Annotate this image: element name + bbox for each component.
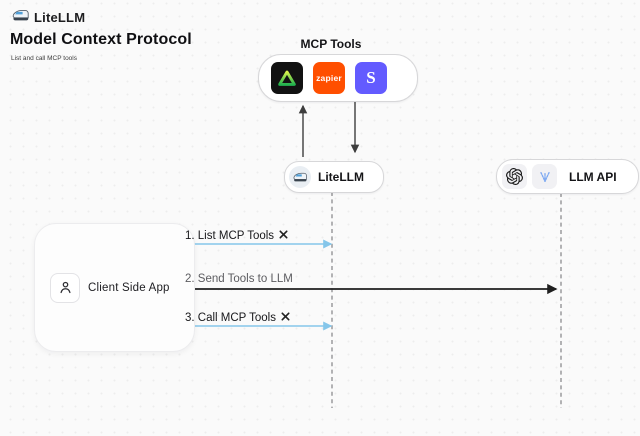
- litellm-node-icon: [289, 166, 311, 188]
- green-triangle-tool-icon: [271, 62, 303, 94]
- openai-icon: [502, 164, 527, 189]
- client-node-label: Client Side App: [88, 281, 170, 294]
- brand-header: LiteLLM: [12, 8, 85, 27]
- node-client-side-app: Client Side App: [34, 223, 195, 352]
- tools-icon: [278, 229, 289, 243]
- zapier-tool-icon: zapier: [313, 62, 345, 94]
- step-2-text: 2. Send Tools to LLM: [185, 273, 293, 285]
- user-icon: [50, 272, 80, 303]
- step-label-send-tools-to-llm: 2. Send Tools to LLM: [185, 273, 293, 285]
- litellm-logo-icon: [12, 8, 29, 27]
- brand-name: LiteLLM: [34, 10, 86, 25]
- llm-provider-icon: [532, 164, 557, 189]
- litellm-node-label: LiteLLM: [318, 170, 364, 184]
- step-label-list-mcp-tools: 1. List MCP Tools: [185, 229, 289, 243]
- page-subtitle: List and call MCP tools: [11, 55, 77, 62]
- step-3-text: 3. Call MCP Tools: [185, 312, 276, 324]
- zapier-wordmark: zapier: [316, 73, 342, 83]
- node-litellm: LiteLLM: [284, 161, 384, 193]
- mcp-tools-label: MCP Tools: [300, 37, 362, 51]
- node-llm-api: LLM API: [496, 159, 639, 194]
- step-label-call-mcp-tools: 3. Call MCP Tools: [185, 311, 291, 325]
- page-title: Model Context Protocol: [10, 31, 192, 48]
- stripe-letter: S: [366, 68, 376, 87]
- step-1-text: 1. List MCP Tools: [185, 230, 275, 242]
- mcp-tools-group: zapier S: [258, 54, 418, 102]
- tools-icon: [280, 311, 291, 325]
- llm-api-node-label: LLM API: [569, 169, 617, 184]
- stripe-tool-icon: S: [355, 62, 387, 94]
